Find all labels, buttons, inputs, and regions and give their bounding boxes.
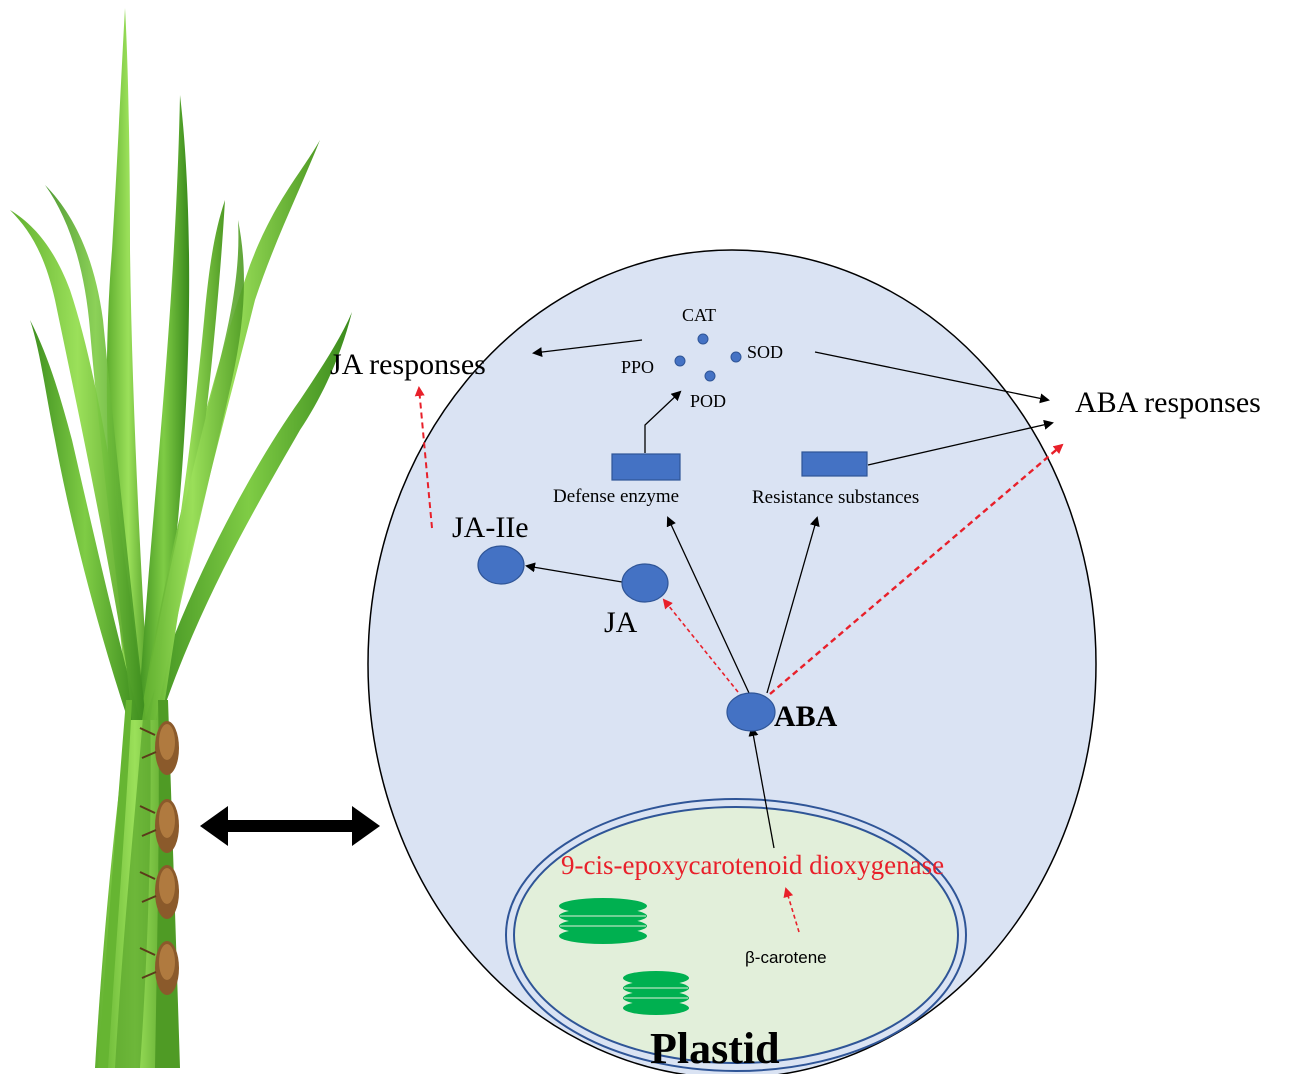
pod-label: POD [690,391,726,411]
arrow-enzymes-to-ja-responses [532,339,643,358]
red-arrow-ja-ile-to-ja-responses [414,386,433,529]
ja-ile-label: JA-IIe [452,511,529,544]
planthopper-icon [139,721,179,775]
arrow-resistance-to-aba-responses [867,419,1054,466]
plastid-outer-membrane [505,798,967,1072]
resistance-substances-label: Resistance substances [752,487,919,508]
arrow-ja-to-ja-ile [525,562,623,583]
red-arrow-aba-to-ja [662,598,739,693]
cat-label: CAT [682,305,716,325]
planthopper-icon [139,865,179,919]
red-arrow-beta-carotene-to-nced [783,887,800,933]
ppo-label: PPO [621,357,654,377]
aba-node [726,692,776,732]
ppo-dot [674,355,686,367]
aba-label: ABA [774,700,838,733]
granum-stack [559,898,647,944]
double-arrow-icon [200,806,380,846]
granum-stack [623,971,689,1015]
ja-responses-label: JA responses [330,348,486,381]
defense-enzyme-label: Defense enzyme [553,486,679,507]
beta-carotene-label: β-carotene [745,948,827,967]
defense-enzyme-box [611,453,681,481]
arrow-plastid-to-aba [748,726,775,849]
arrow-defense-enzyme-to-pod [644,390,682,453]
ja-node [621,563,669,603]
arrow-aba-to-resistance-substances [766,516,820,694]
red-arrow-aba-to-aba-responses [769,443,1064,695]
resistance-substances-box [801,451,868,477]
aba-responses-label: ABA responses [1075,386,1261,419]
sod-dot [730,351,742,363]
rice-plant-icon [10,8,352,1068]
ja-ile-node [477,545,525,585]
sod-label: SOD [747,342,783,362]
planthopper-icon [139,941,179,995]
nced-label: 9-cis-epoxycarotenoid dioxygenase [561,850,944,880]
pod-dot [704,370,716,382]
arrow-aba-to-defense-enzyme [666,516,750,694]
ja-label: JA [604,606,638,639]
planthopper-icon [139,799,179,853]
arrow-sod-to-aba-responses [814,351,1050,404]
cat-dot [697,333,709,345]
plastid-label: Plastid [650,1024,780,1073]
